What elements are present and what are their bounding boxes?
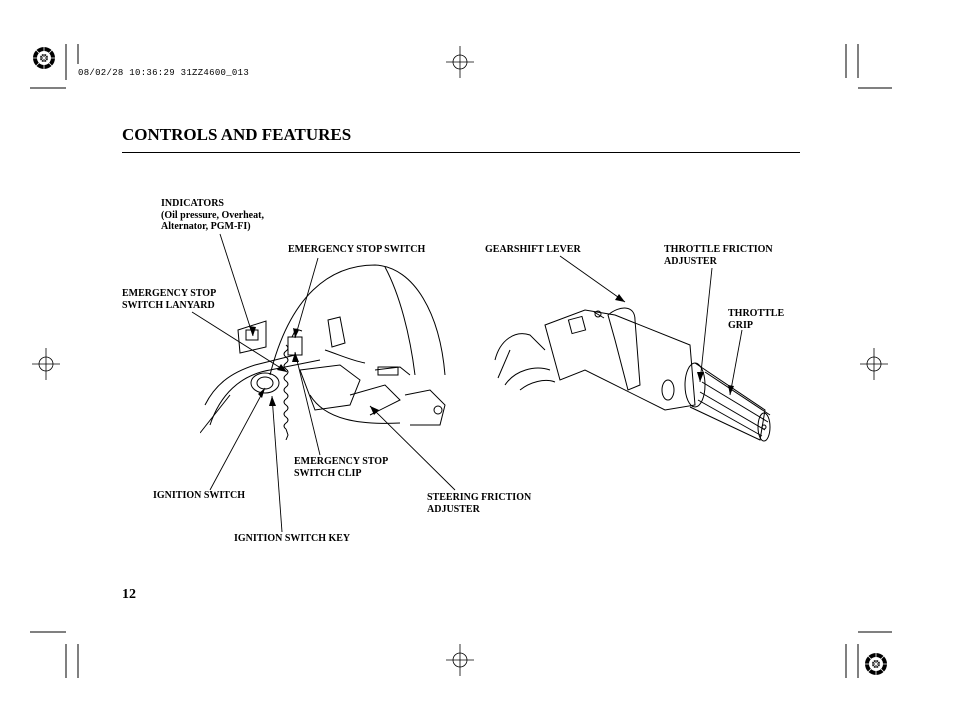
leader-throttle-friction	[699, 267, 713, 383]
page-number: 12	[122, 587, 136, 602]
print-stamp: 08/02/28 10:36:29 31ZZ4600_013	[78, 68, 250, 78]
label-emergency-stop-switch-lanyard: EMERGENCY STOP SWITCH LANYARD	[122, 288, 217, 311]
label-throttle-grip: THROTTLE GRIP	[728, 308, 785, 331]
leader-throttle-grip	[729, 329, 743, 396]
leader-clip	[294, 351, 321, 456]
leader-steering-friction	[369, 405, 456, 491]
leader-ignition-switch	[209, 387, 266, 491]
leader-emergency-stop-switch	[294, 257, 319, 339]
control-panel-illustration	[200, 264, 446, 440]
section-title: CONTROLS AND FEATURES	[122, 125, 352, 144]
crosshair-left	[32, 348, 60, 380]
label-emergency-stop-switch: EMERGENCY STOP SWITCH	[288, 244, 426, 255]
label-emergency-stop-switch-clip: EMERGENCY STOP SWITCH CLIP	[294, 456, 389, 479]
label-indicators: INDICATORS (Oil pressure, Overheat, Alte…	[161, 198, 264, 232]
tiller-handle-illustration	[494, 307, 771, 442]
starburst-target-bottom-right	[865, 653, 887, 675]
title-rule	[122, 152, 800, 153]
crosshair-bottom	[446, 644, 474, 676]
crosshair-top	[446, 46, 474, 78]
label-throttle-friction-adjuster: THROTTLE FRICTION ADJUSTER	[664, 244, 773, 267]
crosshair-right	[860, 348, 888, 380]
label-gearshift-lever: GEARSHIFT LEVER	[485, 244, 581, 255]
starburst-target-top-left	[33, 47, 55, 69]
leader-gearshift	[559, 255, 626, 303]
label-steering-friction-adjuster: STEERING FRICTION ADJUSTER	[427, 492, 532, 515]
label-ignition-switch-key: IGNITION SWITCH KEY	[234, 533, 351, 544]
leader-indicators	[219, 233, 254, 337]
label-ignition-switch: IGNITION SWITCH	[153, 490, 245, 501]
leader-lanyard	[191, 311, 288, 373]
leader-ignition-key	[271, 395, 283, 533]
